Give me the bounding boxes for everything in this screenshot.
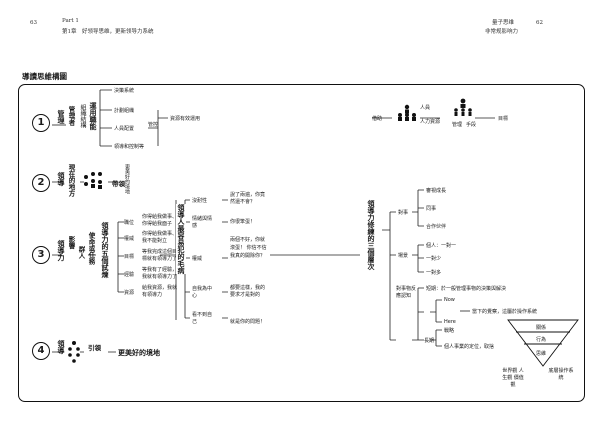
mistake-value-3: 都要這樣，我的要求才是對的: [230, 285, 266, 298]
mission-label: 使命或任務: [87, 232, 95, 265]
trial-value-1: 你得給我做事、我不能對立: [142, 231, 178, 244]
level-1-item-2: 合作伙伴: [426, 224, 447, 230]
better-place-4: 更美好的境地: [118, 349, 160, 357]
influence-label: 影響: [67, 236, 75, 249]
long-term-label: 長期: [424, 338, 435, 344]
step-number-4: 4: [32, 342, 50, 360]
function-item-1: 計劃組織: [114, 108, 135, 114]
borrow-label: 借助: [372, 116, 383, 122]
leadership-power-label: 領導力: [57, 240, 65, 261]
leadership-label-2: 領導: [57, 172, 65, 186]
lead-arrow-label: 帶領: [112, 180, 125, 188]
three-levels-label: 領導力修練的三個層次: [366, 200, 376, 270]
common-mistakes-label: 領導人最容易犯的毛病: [176, 204, 186, 274]
manager-label: 管理者: [67, 106, 75, 126]
pyramid-shape: [507, 319, 579, 367]
control-label: 管控: [148, 122, 159, 128]
personal-positioning-text: 個人事業的定位，取捨: [444, 344, 495, 350]
pyramid-level-1: 行為: [536, 337, 547, 343]
trial-key-4: 資源: [124, 290, 135, 296]
mistake-key-4: 看不到自己: [192, 312, 213, 325]
five-trials-label: 領導力的五個試煉: [101, 222, 109, 278]
step-number-3: 3: [32, 246, 50, 264]
pyramid-level-2: 思維: [536, 351, 547, 357]
trial-value-3: 等我有了經驗，我就有領導力了: [142, 267, 178, 280]
better-place-label: 更美好的境地: [124, 164, 130, 194]
team-icon: [82, 170, 108, 190]
function-item-2: 人員配置: [114, 126, 135, 132]
leadership-label-4: 領導: [57, 340, 65, 354]
now-label: Now: [444, 297, 455, 303]
mistake-key-1: 情緒與情感: [192, 216, 213, 229]
resource-result: 資源有效運用: [170, 116, 201, 122]
diagram-frame: [18, 84, 585, 402]
step-number-1: 1: [32, 114, 50, 132]
pyramid-bottom-right: 底層操作系統: [548, 368, 574, 381]
goal-label: 目標: [498, 116, 509, 122]
trial-value-0: 你得給我做事、你得給我面子: [142, 214, 178, 227]
short-term-text: 短期：於一般管理事物的決策與解決: [426, 286, 507, 292]
team-icon-4: [66, 340, 82, 366]
part-label: Part 1: [62, 18, 79, 24]
mistake-key-2: 權威: [192, 256, 203, 262]
level-2-label: 場景: [398, 253, 409, 259]
level-2-item-1: 一對少: [426, 256, 442, 262]
mistake-key-3: 自我為中心: [192, 286, 213, 299]
level-1-item-1: 同事: [426, 206, 437, 212]
chapter-title: 第1章 好领导思维，更新领导力系统: [62, 29, 154, 35]
right-running-title: 量子思维: [492, 20, 515, 26]
people-group-icon: [395, 104, 419, 124]
trial-value-4: 給我資源，我就有領導力: [142, 285, 178, 298]
mistake-value-4: 就是你的問題！: [230, 319, 266, 325]
strategy-label: 戰略: [444, 328, 455, 334]
trial-key-2: 目標: [124, 254, 135, 260]
people-label: 人員: [420, 105, 431, 111]
trial-key-3: 經驗: [124, 272, 135, 278]
group-label: 群人: [77, 246, 85, 259]
mistake-value-2: 兩個不好，你就滾蛋！ 你信不信我真的開除你？: [230, 237, 267, 259]
level-3-label: 對事物反應認知: [396, 286, 417, 299]
mistake-value-0: 說了兩遍，你竟然還不會？: [230, 192, 266, 205]
mistake-key-0: 沒耐性: [192, 198, 208, 204]
guide-label: 引領: [88, 344, 101, 352]
trial-key-1: 權威: [124, 236, 135, 242]
here-label: Here: [444, 319, 456, 325]
level-2-item-0: 個人：一對一: [426, 243, 457, 249]
trial-key-0: 職位: [124, 220, 135, 226]
right-page-number: 62: [536, 20, 543, 26]
means-chip: 手段: [466, 122, 477, 128]
left-page-number: 63: [30, 20, 37, 26]
management-label: 管理: [57, 110, 65, 124]
use-functions-label: 運用職能: [89, 102, 97, 130]
level-1-item-0: 審視成長: [426, 188, 447, 194]
diagram-title: 導讀思維構圖: [22, 72, 67, 81]
level-2-item-2: 一對多: [426, 270, 442, 276]
current-place-label: 現在的地方: [67, 164, 75, 197]
function-item-0: 決策系統: [114, 88, 135, 94]
management-chip: 管理: [452, 122, 463, 128]
trial-value-2: 等我完成這個目標就有領導力了: [142, 249, 178, 262]
pyramid-bottom-left: 世界觀 人生觀 價值觀: [502, 368, 524, 388]
manager-people-icon: [450, 98, 476, 118]
pyramid-level-0: 關係: [536, 325, 547, 331]
mistake-value-1: 你很笨蛋！: [230, 219, 256, 225]
org-structure-label: 組織結構: [79, 104, 86, 128]
function-item-3: 領導和控制等: [114, 144, 145, 150]
right-running-subtitle: 非常规影响力: [485, 29, 519, 35]
now-here-text: 當下的覺察，這屬於操作系統: [472, 309, 538, 315]
level-1-label: 對事: [398, 210, 409, 216]
step-number-2: 2: [32, 174, 50, 192]
hr-label: 人力資源: [420, 119, 441, 125]
